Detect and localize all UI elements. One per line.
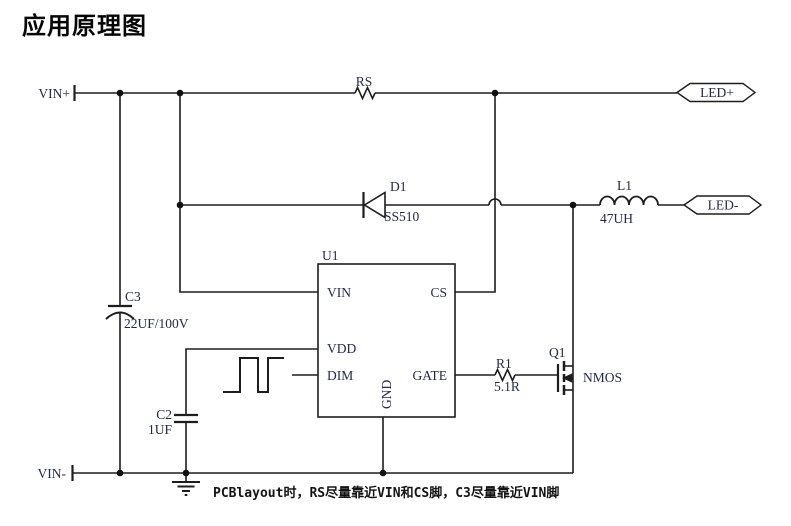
net-flag-led-plus [675, 82, 757, 103]
junction-dot [176, 201, 184, 209]
mosfet-q1-value: NMOS [583, 370, 622, 385]
diode-d1-value: SS510 [384, 209, 420, 224]
junction-dot [176, 89, 184, 97]
ic-pin-dim: DIM [327, 368, 353, 383]
capacitor-c3-ref: C3 [125, 289, 141, 304]
ic-pin-gnd: GND [379, 380, 394, 409]
wire-vin-branch [179, 93, 318, 293]
wire-cs-branch [455, 93, 496, 293]
resistor-r1-symbol [494, 367, 516, 383]
diode-triangle [362, 191, 386, 219]
junction-dots [116, 89, 577, 477]
terminal-label-vin-minus: VIN- [38, 466, 67, 481]
diode-d1-ref: D1 [390, 179, 407, 194]
resistor-rs-symbol [354, 85, 376, 101]
terminal-label-vin-plus: VIN+ [38, 86, 70, 101]
wire-freewheel [180, 198, 684, 206]
resistor-r1-ref: R1 [496, 356, 512, 371]
junction-dot [116, 469, 124, 477]
capacitor-c3-symbol [105, 304, 135, 320]
ic-pin-gate: GATE [413, 368, 448, 383]
c3-curved-plate [105, 311, 135, 320]
junction-dot [379, 469, 387, 477]
capacitor-c2-symbol [174, 413, 198, 424]
net-flag-led-minus [682, 195, 763, 215]
net-label-led-minus: LED- [708, 198, 739, 213]
mosfet-q1-ref: Q1 [549, 345, 566, 360]
inductor-l1-value: 47UH [600, 211, 633, 226]
page-title: 应用原理图 [22, 14, 147, 40]
ic-pin-vdd: VDD [327, 341, 356, 356]
labels: VIN+ VIN- LED+ LED- RS D1 SS510 L1 47UH … [38, 74, 739, 501]
junction-dot [491, 89, 499, 97]
resistor-r1-value: 5.1R [494, 379, 520, 394]
mosfet-q1-symbol [556, 361, 573, 395]
ic-u1-body [317, 263, 456, 418]
pwm-waveform [223, 357, 284, 393]
ic-pin-vin: VIN [327, 285, 351, 300]
resistor-rs-ref: RS [356, 74, 373, 89]
layout-note: PCBlayout时，RS尽量靠近VIN和CS脚，C3尽量靠近VIN脚 [213, 485, 559, 501]
symbols [105, 82, 763, 496]
inductor-l1-symbol [599, 195, 659, 206]
inductor-l1-ref: L1 [617, 178, 632, 193]
mosfet-body-arrow [562, 373, 573, 383]
ic-u1-ref: U1 [322, 248, 339, 263]
junction-dot [569, 201, 577, 209]
capacitor-c2-ref: C2 [156, 407, 172, 422]
capacitor-c3-value: 22UF/100V [124, 316, 189, 331]
ic-pin-cs: CS [430, 285, 447, 300]
net-label-led-plus: LED+ [700, 85, 734, 100]
wires [71, 85, 684, 481]
diode-d1-symbol [362, 191, 386, 219]
capacitor-c2-value: 1UF [148, 422, 172, 437]
wire-vdd-branch [185, 348, 318, 473]
junction-dot [116, 89, 124, 97]
junction-dot [182, 469, 190, 477]
